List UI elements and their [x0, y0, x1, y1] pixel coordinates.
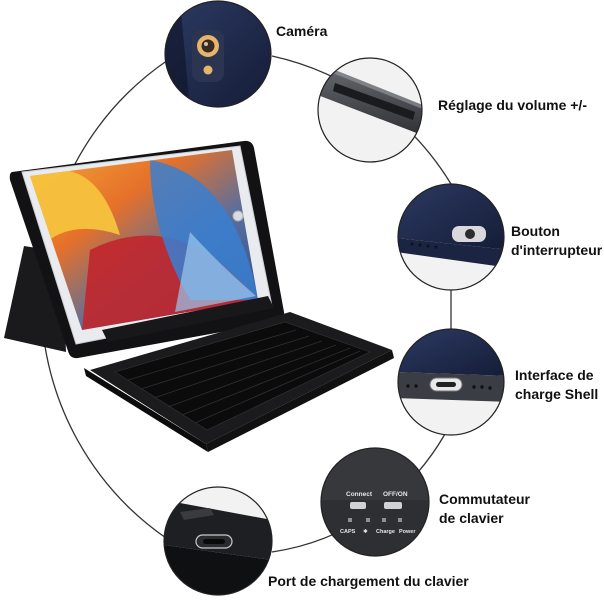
bluetooth-icon: ✱: [363, 528, 368, 535]
switch-power-label: Power: [399, 529, 416, 535]
keyboard-port-label: Port de chargement du clavier: [268, 573, 469, 589]
switch-caps-label: CAPS: [340, 529, 356, 535]
switch-onoff-label: OFF/ON: [383, 491, 408, 498]
switch-charge-label: Charge: [376, 529, 395, 535]
power-button-label: Bouton d'interrupteur: [511, 223, 603, 258]
shell-charging-callout: [397, 328, 505, 436]
tablet-keyboard-case: [4, 140, 394, 452]
tablet-screen: [30, 150, 258, 330]
home-button: [232, 210, 244, 222]
camera-callout: [164, 0, 272, 108]
keyboard-port-callout: [163, 486, 273, 596]
keyboard-switch-callout: Connect OFF/ON CAPS ✱ Charge Power: [320, 447, 430, 557]
switch-connect-label: Connect: [346, 491, 373, 498]
shell-charging-label: Interface de charge Shell: [515, 367, 599, 402]
volume-callout: [317, 57, 423, 163]
camera-label: Caméra: [276, 23, 328, 39]
pencil-holder: [102, 296, 274, 342]
volume-label: Réglage du volume +/-: [438, 97, 587, 113]
power-button-callout: [397, 183, 505, 291]
keyboard-switch-label: Commutateur de clavier: [439, 491, 531, 526]
